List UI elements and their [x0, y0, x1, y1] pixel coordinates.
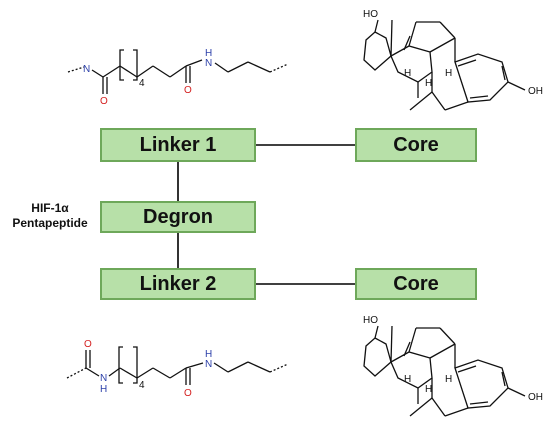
linker1-n2: N: [205, 58, 212, 69]
linker2-box: Linker 2: [100, 268, 256, 300]
linker1-o2: O: [184, 85, 192, 96]
core-bottom-box: Core: [355, 268, 477, 300]
steroid-bottom-h2: H: [425, 384, 432, 395]
steroid-top-ho: HO: [363, 9, 378, 20]
steroid-bottom-h1: H: [404, 374, 411, 385]
linker2-subscript: 4: [139, 380, 145, 391]
linker2-h1: H: [100, 384, 107, 395]
steroid-bottom-h3: H: [445, 374, 452, 385]
linker2-o1: O: [84, 339, 92, 350]
linker2-n1: N: [100, 373, 107, 384]
hif1a-label-line2: Pentapeptide: [12, 216, 88, 230]
hif1a-label-line1: HIF-1α: [31, 201, 69, 215]
linker2-h2: H: [205, 349, 212, 360]
linker1-o1: O: [100, 96, 108, 107]
linker1-box: Linker 1: [100, 128, 256, 162]
steroid-top-h2: H: [425, 78, 432, 89]
linker1-subscript: 4: [139, 78, 145, 89]
linker1-n1: N: [83, 64, 90, 75]
core-top-box: Core: [355, 128, 477, 162]
degron-box: Degron: [100, 201, 256, 233]
linker2-o2: O: [184, 388, 192, 399]
steroid-top-h3: H: [445, 68, 452, 79]
steroid-bottom-oh: OH: [528, 392, 543, 403]
linker1-h2: H: [205, 48, 212, 59]
linker2-n2: N: [205, 359, 212, 370]
steroid-top-oh: OH: [528, 86, 543, 97]
steroid-bottom-ho: HO: [363, 315, 378, 326]
steroid-top-h1: H: [404, 68, 411, 79]
hif1a-label: HIF-1α Pentapeptide: [0, 201, 100, 231]
